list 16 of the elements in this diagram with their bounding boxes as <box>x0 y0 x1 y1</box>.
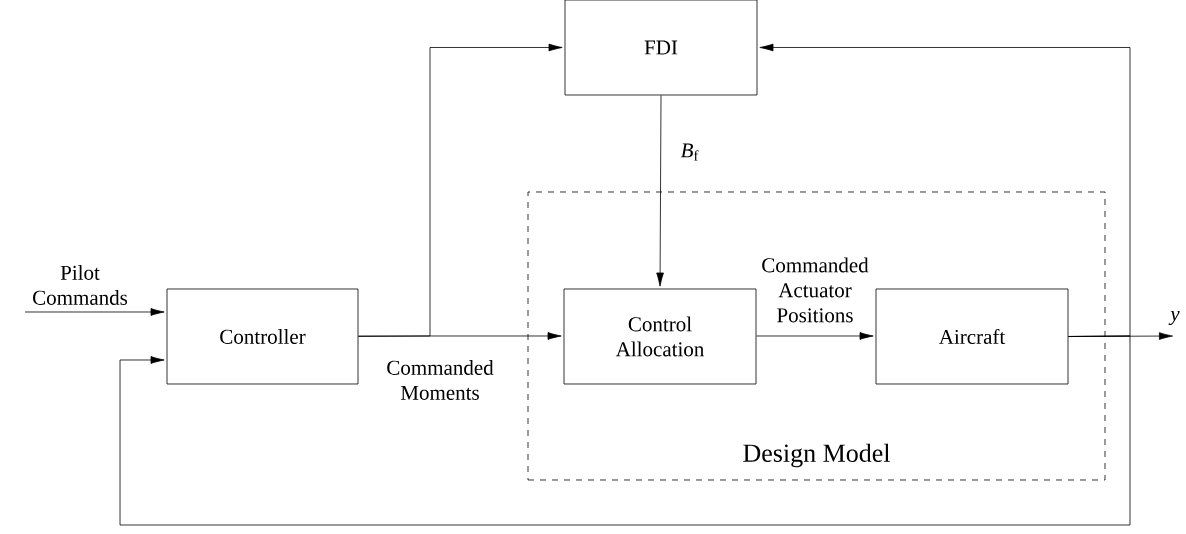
process-box: Controller <box>166 288 359 385</box>
arrow <box>119 335 1131 526</box>
arrow <box>759 43 1131 337</box>
process-box: Control Allocation <box>563 288 757 385</box>
arrow <box>24 308 165 316</box>
edge-label: Commanded Actuator Positions <box>762 257 869 323</box>
arrow <box>756 332 874 340</box>
process-box: Aircraft <box>875 288 1069 385</box>
arrow <box>358 332 562 340</box>
arrow <box>358 43 563 337</box>
edge-label: y <box>1168 310 1180 326</box>
process-box: FDI <box>564 0 758 96</box>
edge-label: Commanded Moments <box>387 360 494 400</box>
edge-label: B$_{f}$ <box>680 143 699 161</box>
edge-label: Pilot Commands <box>33 265 128 305</box>
arrow <box>656 95 664 287</box>
